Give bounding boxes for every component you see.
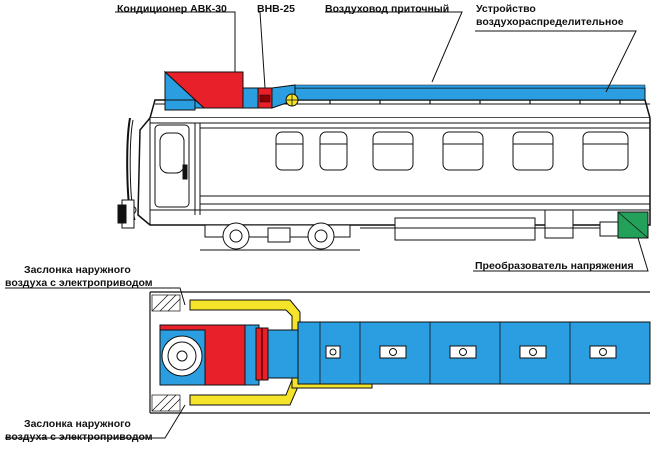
label-fan: ВНВ-25	[257, 3, 295, 15]
label-distributor-line1: Устройство	[476, 3, 536, 15]
railcar-body	[137, 117, 651, 226]
label-damper-top-line1: Заслонка наружного	[24, 264, 131, 276]
plan-view	[149, 291, 651, 414]
roof-equipment-side	[163, 70, 646, 111]
vestibule-door	[154, 124, 190, 208]
label-conditioner: Кондиционер АВК-30	[117, 3, 227, 15]
railcar-side-view	[117, 99, 651, 251]
label-damper-top-line2: воздуха с электроприводом	[5, 277, 153, 289]
label-damper-bottom-line1: Заслонка наружного	[24, 418, 131, 430]
supply-duct-side	[294, 87, 646, 101]
leader-lines	[5, 11, 649, 439]
railcar-windows	[275, 131, 629, 171]
door-handle	[182, 164, 188, 180]
label-damper-bottom-line2: воздуха с электроприводом	[5, 431, 153, 443]
bogie	[200, 222, 360, 251]
air-distributors	[325, 345, 617, 359]
label-supply-duct: Воздуховод приточный	[325, 3, 450, 15]
label-converter: Преобразователь напряжения	[475, 260, 634, 272]
label-distributor-line2: воздухораспределительное	[476, 16, 624, 28]
door-window	[159, 132, 185, 174]
